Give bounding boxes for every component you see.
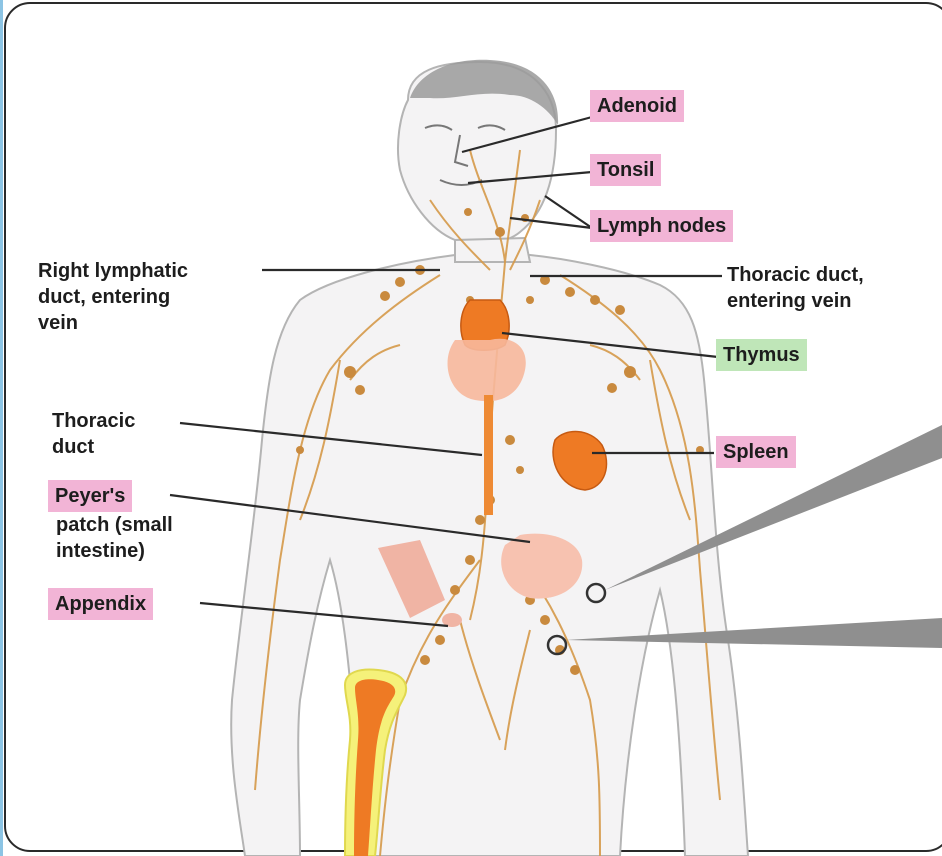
label-appendix: Appendix — [48, 588, 153, 620]
label-thoracic-duct: Thoracic duct — [52, 408, 182, 460]
label-peyers-patch-rest: patch (small intestine) — [56, 512, 236, 564]
label-right-lymphatic-duct: Right lymphatic duct, entering vein — [38, 258, 268, 336]
label-thymus: Thymus — [716, 339, 807, 371]
label-lymph-nodes: Lymph nodes — [590, 210, 733, 242]
label-adenoid: Adenoid — [590, 90, 684, 122]
thoracic-duct-vessel — [484, 395, 493, 515]
label-thoracic-duct-entering-vein: Thoracic duct, entering vein — [727, 262, 927, 314]
label-spleen: Spleen — [716, 436, 796, 468]
label-peyers-patch-highlight: Peyer's — [48, 480, 132, 512]
label-tonsil: Tonsil — [590, 154, 661, 186]
